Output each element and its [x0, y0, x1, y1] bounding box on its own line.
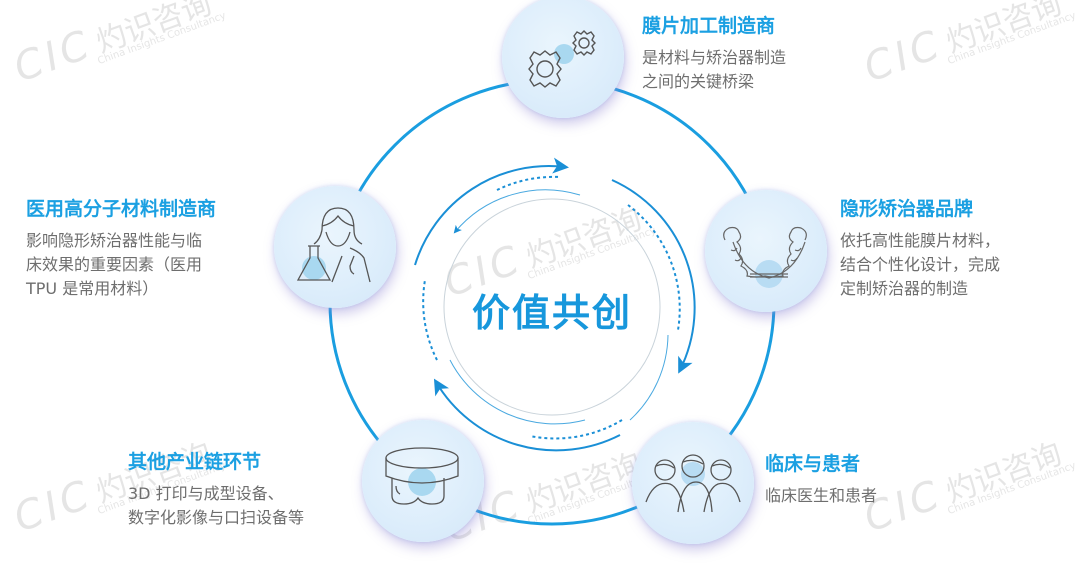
node-title: 其他产业链环节: [128, 451, 262, 473]
node-film-manufacturer: [502, 0, 624, 118]
node-other-chain: [362, 420, 484, 542]
node-title: 临床与患者: [765, 453, 861, 475]
node-description: 3D 打印与成型设备、 数字化影像与口扫设备等: [128, 484, 305, 527]
label-polymer-manufacturer: 医用高分子材料制造商 影响隐形矫治器性能与临 床效果的重要因素（医用 TPU 是…: [26, 197, 216, 301]
label-clinic-patients: 临床与患者 临床医生和患者: [765, 452, 877, 508]
gears-icon: [528, 30, 596, 88]
scientist-flask-icon: [296, 207, 371, 283]
node-title: 医用高分子材料制造商: [26, 198, 217, 220]
dental-aligner-icon: [723, 226, 807, 288]
node-description: 临床医生和患者: [765, 486, 878, 505]
node-polymer-manufacturer: [274, 186, 396, 308]
label-other-chain: 其他产业链环节 3D 打印与成型设备、 数字化影像与口扫设备等: [128, 450, 304, 530]
node-description: 依托高性能膜片材料， 结合个性化设计，完成 定制矫治器的制造: [840, 231, 1001, 298]
people-group-icon: [645, 454, 741, 513]
node-title: 隐形矫治器品牌: [840, 198, 974, 220]
node-description: 是材料与矫治器制造 之间的关键桥梁: [642, 48, 787, 91]
node-title: 膜片加工制造商: [642, 15, 776, 37]
node-description: 影响隐形矫治器性能与临 床效果的重要因素（医用 TPU 是常用材料）: [26, 231, 203, 298]
label-film-manufacturer: 膜片加工制造商 是材料与矫治器制造 之间的关键桥梁: [642, 14, 786, 94]
node-clinic-patients: [632, 422, 754, 544]
center-title: 价值共创: [471, 291, 632, 335]
inner-ring: [443, 198, 661, 416]
intraoral-scanner-icon: [385, 447, 459, 505]
node-aligner-brand: [705, 190, 827, 312]
label-aligner-brand: 隐形矫治器品牌 依托高性能膜片材料， 结合个性化设计，完成 定制矫治器的制造: [840, 197, 1000, 301]
